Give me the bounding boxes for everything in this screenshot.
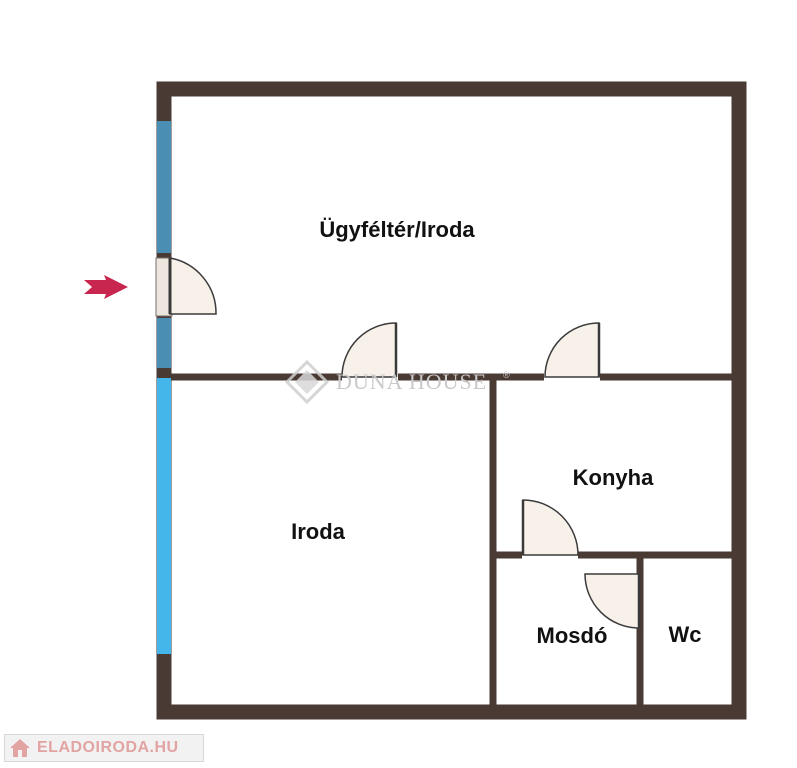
arrow-right-icon: [84, 275, 128, 299]
watermark-registered: ®: [503, 370, 510, 380]
outer-wall: [156, 81, 747, 720]
room-label-reception: Ügyféltér/Iroda: [319, 217, 475, 242]
door-swing-kitchen-inner[interactable]: [522, 499, 579, 556]
watermark-text: DUNA HOUSE: [336, 369, 487, 394]
door-swing-entrance[interactable]: [169, 257, 217, 315]
room-label-toilet: Wc: [669, 622, 702, 647]
window-mid: [157, 318, 171, 368]
room-label-washroom: Mosdó: [537, 623, 608, 648]
door-swing-office[interactable]: [341, 322, 397, 378]
window-upper: [157, 121, 171, 253]
window-lower: [157, 378, 171, 654]
footer-site-text: ELADOIRODA.HU: [37, 739, 179, 756]
room-label-office: Iroda: [291, 519, 346, 544]
diamond-logo-icon: [284, 359, 330, 405]
door-swing-wc[interactable]: [584, 573, 640, 629]
footer-badge[interactable]: ELADOIRODA.HU: [4, 734, 204, 762]
room-label-kitchen: Konyha: [573, 465, 654, 490]
house-icon: [10, 739, 30, 757]
door-swing-kitchen[interactable]: [544, 322, 600, 378]
